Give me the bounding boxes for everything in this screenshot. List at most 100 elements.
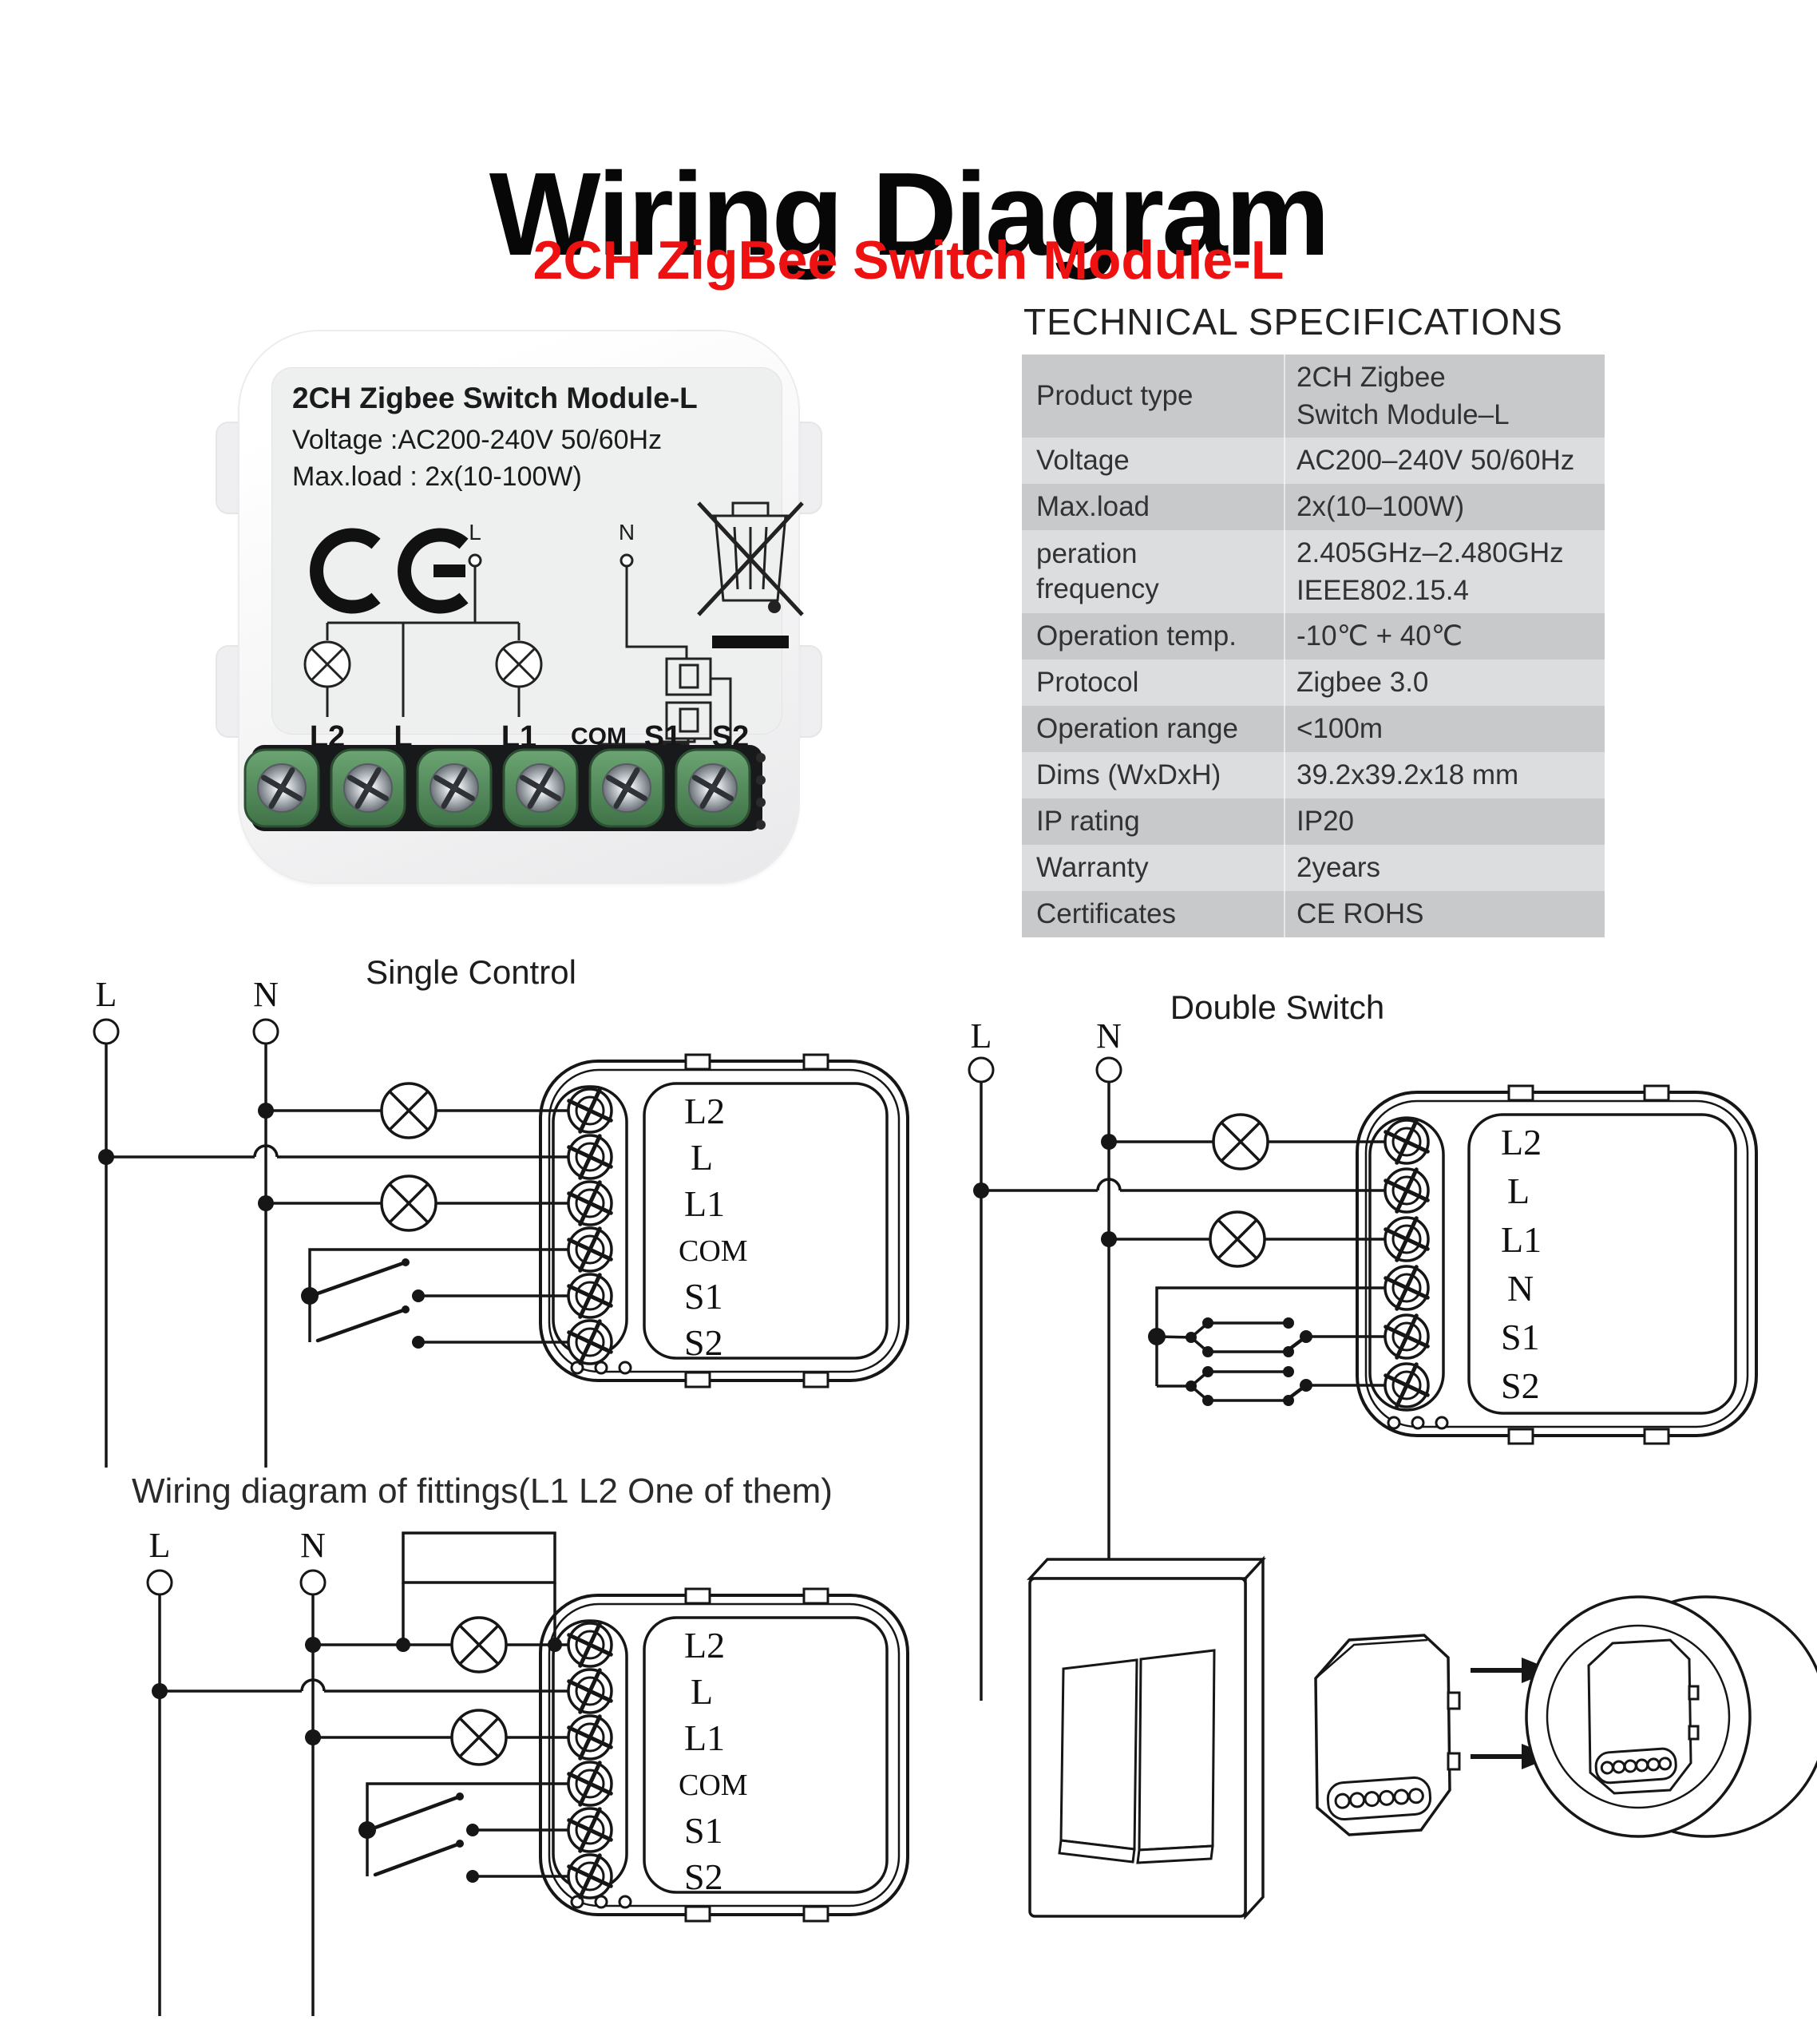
spec-row-temp: Operation temp. -10℃ + 40℃ xyxy=(1022,613,1605,660)
fittings-title: Wiring diagram of fittings(L1 L2 One of … xyxy=(132,1472,833,1511)
spec-row-protocol: Protocol Zigbee 3.0 xyxy=(1022,660,1605,706)
single-terminal-s1: S1 xyxy=(684,1276,723,1317)
printed-n-label: N xyxy=(619,520,635,545)
spec-value: 2x(10–100W) xyxy=(1284,484,1605,530)
spec-label: Operation range xyxy=(1036,713,1238,745)
single-terminal-com: COM xyxy=(679,1234,748,1268)
terminal-screw-6 xyxy=(676,750,750,826)
single-l-label: L xyxy=(96,975,117,1014)
ce-mark-icon xyxy=(310,528,469,614)
terminal-screw-2 xyxy=(331,750,405,826)
spec-label: Max.load xyxy=(1036,491,1150,523)
single-module: L2 L L1 COM S1 S2 xyxy=(540,1055,908,1387)
single-terminal-l2: L2 xyxy=(684,1091,725,1131)
fittings-module: L2 L L1 COM S1 S2 xyxy=(540,1589,908,1921)
printed-lamp-1 xyxy=(303,640,351,688)
page-subtitle: 2CH ZigBee Switch Module-L xyxy=(532,230,1285,291)
single-control-diagram: Single Control L N L2 L L1 COM S1 S2 xyxy=(93,953,966,1468)
spec-label: Operation temp. xyxy=(1036,620,1237,652)
double-terminal-l2: L2 xyxy=(1501,1122,1542,1163)
double-terminal-n: N xyxy=(1507,1268,1534,1309)
spec-row-warranty: Warranty 2years xyxy=(1022,845,1605,891)
terminal-screw-3 xyxy=(418,750,491,826)
spec-row-dims: Dims (WxDxH) 39.2x39.2x18 mm xyxy=(1022,752,1605,798)
double-wiring xyxy=(973,1113,1386,1406)
spec-label: Dims (WxDxH) xyxy=(1036,759,1221,791)
lamp-icon xyxy=(450,1709,508,1766)
printed-l-label: L xyxy=(469,520,481,545)
fittings-l-label: L xyxy=(149,1526,171,1565)
double-terminal-s1: S1 xyxy=(1501,1317,1540,1357)
fittings-n-label: N xyxy=(300,1526,326,1565)
single-wiring xyxy=(98,1082,569,1349)
spec-value: AC200–240V 50/60Hz xyxy=(1284,438,1605,484)
spec-value: 2years xyxy=(1284,845,1605,891)
double-terminal-s2: S2 xyxy=(1501,1365,1540,1406)
spec-label: Product type xyxy=(1036,380,1194,412)
single-title: Single Control xyxy=(366,953,576,991)
spec-label: Certificates xyxy=(1036,898,1177,930)
fitting-box xyxy=(402,1531,556,1584)
spec-value: Zigbee 3.0 xyxy=(1284,660,1605,706)
page-title: Wiring Diagram xyxy=(489,149,1330,281)
spec-row-voltage: Voltage AC200–240V 50/60Hz xyxy=(1022,438,1605,484)
double-switch-diagram: Double Switch L N L2 L L1 N S1 S2 xyxy=(968,988,1758,1701)
double-switch-1 xyxy=(1156,1317,1386,1357)
spec-row-max-load: Max.load 2x(10–100W) xyxy=(1022,484,1605,530)
double-l-label: L xyxy=(971,1016,992,1056)
double-terminal-l: L xyxy=(1507,1171,1530,1211)
single-terminal-l: L xyxy=(691,1137,713,1178)
lamp-icon xyxy=(1209,1210,1266,1268)
printed-schematic: L N xyxy=(303,520,732,749)
wall-switch-illustration xyxy=(1027,1555,1266,1920)
fittings-terminal-s1: S1 xyxy=(684,1810,723,1851)
spec-value: 2.405GHz–2.480GHz IEEE802.15.4 xyxy=(1284,530,1605,613)
spec-value: IP20 xyxy=(1284,798,1605,845)
lamp-icon xyxy=(1212,1113,1269,1171)
double-module: L2 L L1 N S1 S2 xyxy=(1356,1084,1758,1445)
module-label-line1: 2CH Zigbee Switch Module-L xyxy=(292,382,698,414)
single-terminal-l1: L1 xyxy=(684,1183,725,1224)
spec-value: -10℃ + 40℃ xyxy=(1284,613,1605,660)
double-terminal-l1: L1 xyxy=(1501,1219,1542,1260)
double-title: Double Switch xyxy=(1170,988,1384,1026)
fittings-terminal-s2: S2 xyxy=(684,1856,723,1897)
spec-label: Protocol xyxy=(1036,667,1139,699)
lamp-icon xyxy=(380,1175,437,1232)
specs-table: Product type 2CH Zigbee Switch Module–L V… xyxy=(1022,355,1605,937)
fittings-terminal-com: COM xyxy=(679,1769,748,1802)
printed-lamp-2 xyxy=(495,640,543,688)
terminal-screw-1 xyxy=(245,750,319,826)
spec-value: <100m xyxy=(1284,706,1605,752)
fittings-diagram: Wiring diagram of fittings(L1 L2 One of … xyxy=(132,1472,962,2016)
lamp-icon xyxy=(450,1616,508,1674)
terminal-strip xyxy=(243,745,766,831)
spec-value: 2CH Zigbee Switch Module–L xyxy=(1284,355,1605,438)
double-switch-2 xyxy=(1157,1366,1386,1406)
spec-row-certificates: Certificates CE ROHS xyxy=(1022,891,1605,937)
fittings-terminal-l1: L1 xyxy=(684,1717,725,1758)
single-terminal-s2: S2 xyxy=(684,1322,723,1363)
installation-illustrations xyxy=(1027,1555,1817,1920)
spec-label: Voltage xyxy=(1036,445,1130,477)
double-n-label: N xyxy=(1096,1016,1122,1056)
weee-bar xyxy=(712,636,789,648)
spec-label: Warranty xyxy=(1036,852,1149,884)
round-box-illustration xyxy=(1525,1595,1817,1838)
module-label-line3: Max.load : 2x(10-100W) xyxy=(292,461,582,492)
indicator-holes xyxy=(756,753,766,830)
spec-value: CE ROHS xyxy=(1284,891,1605,937)
fittings-wiring xyxy=(152,1531,569,1883)
printed-relay-icon xyxy=(665,657,712,740)
fittings-terminal-l: L xyxy=(691,1671,713,1712)
spec-value: 39.2x39.2x18 mm xyxy=(1284,752,1605,798)
fittings-terminal-l2: L2 xyxy=(684,1625,725,1666)
specs-heading: TECHNICAL SPECIFICATIONS xyxy=(1023,301,1563,343)
product-photo: 2CH Zigbee Switch Module-L Voltage :AC20… xyxy=(152,303,826,950)
weee-bin-icon xyxy=(697,501,804,648)
single-n-label: N xyxy=(253,975,279,1014)
spec-row-range: Operation range <100m xyxy=(1022,706,1605,752)
